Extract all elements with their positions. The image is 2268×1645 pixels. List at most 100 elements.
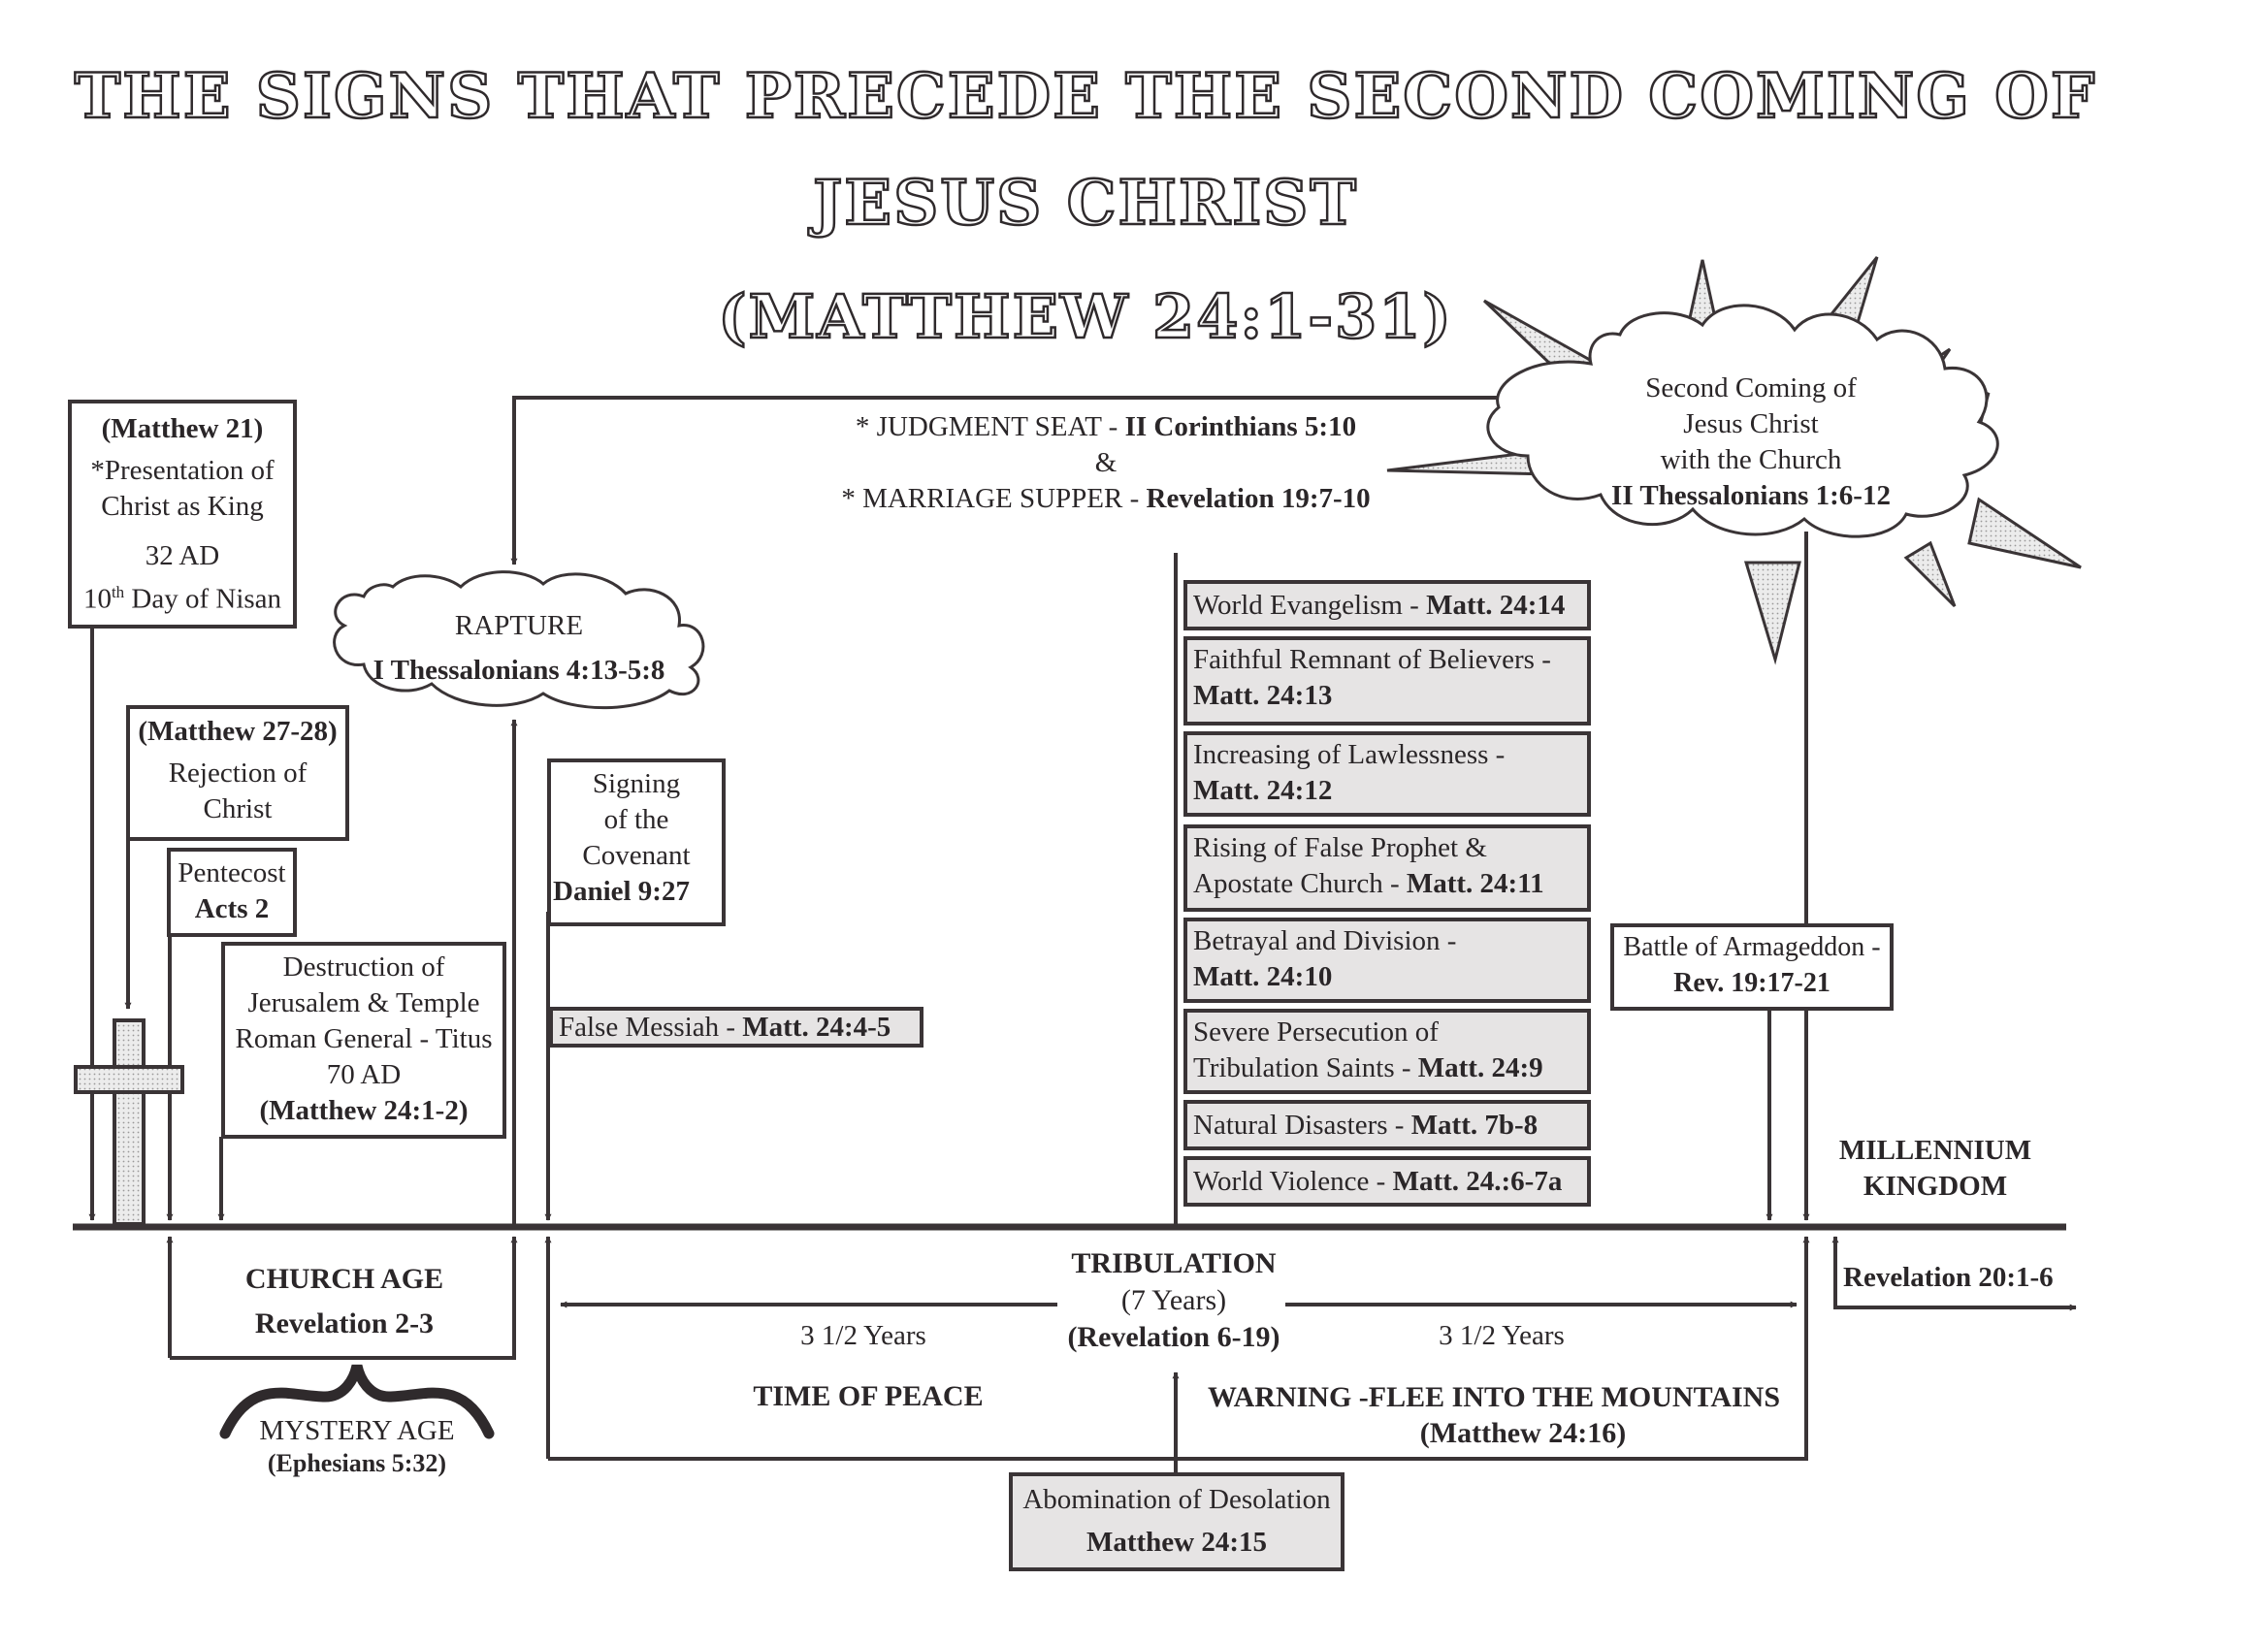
matthew-21-year: 32 AD — [145, 540, 220, 571]
sign-world-evangelism: World Evangelism - Matt. 24:14 — [1183, 580, 1591, 630]
sign-label: Betrayal and Division - — [1193, 925, 1457, 956]
second-coming-cloud — [1486, 304, 1999, 538]
destruction-box — [221, 942, 506, 1139]
day-rest: Day of Nisan — [124, 583, 282, 615]
rapture-label: RAPTURE — [454, 610, 584, 641]
mystery-age-label: MYSTERY AGE — [259, 1415, 455, 1446]
sign-false-prophet: Rising of False Prophet & Apostate Churc… — [1183, 824, 1591, 912]
sign-ref: Matt. 24:11 — [1406, 868, 1544, 900]
covenant-line2: of the — [603, 804, 669, 835]
judgment-amp: & — [1094, 447, 1118, 478]
sign-ref: Matt. 24:12 — [1193, 775, 1333, 807]
church-age-label: CHURCH AGE — [244, 1263, 444, 1295]
covenant-ref: Daniel 9:27 — [553, 876, 690, 907]
destruction-ref: (Matthew 24:1-2) — [259, 1095, 469, 1126]
armageddon-ref: Rev. 19:17-21 — [1673, 968, 1831, 998]
covenant-line1: Signing — [592, 768, 681, 799]
sign-ref: Matt. 24:9 — [1417, 1052, 1543, 1084]
abomination-ref: Matthew 24:15 — [1085, 1527, 1268, 1558]
church-age-text: CHURCH AGE Revelation 2-3 — [194, 1257, 495, 1346]
matthew-21-box — [68, 400, 297, 629]
millennium-label: MILLENNIUM KINGDOM — [1814, 1133, 2057, 1205]
rapture-cloud — [333, 570, 705, 710]
warning-ref: (Matthew 24:16) — [1419, 1417, 1627, 1449]
mystery-age-ref: (Ephesians 5:32) — [267, 1449, 447, 1477]
sign-ref: Matt. 24:14 — [1426, 590, 1566, 621]
matthew-21-line1: *Presentation of — [90, 455, 275, 486]
matthew-27-ref: (Matthew 27-28) — [138, 716, 338, 747]
marriage-label: * MARRIAGE SUPPER - — [841, 483, 1140, 514]
sign-label: World Violence - — [1193, 1166, 1386, 1197]
destruction-year: 70 AD — [326, 1059, 402, 1090]
rapture-text: RAPTURE I Thessalonians 4:13-5:8 — [354, 603, 684, 693]
sign-ref: Matt. 7b-8 — [1410, 1110, 1539, 1141]
day-suffix: th — [111, 583, 125, 601]
pentecost-text: Pentecost Acts 2 — [169, 855, 295, 927]
sign-label: Rising of False Prophet & — [1193, 832, 1487, 863]
judgment-label: * JUDGMENT SEAT - — [855, 411, 1118, 442]
matthew-21-ref: (Matthew 21) — [101, 413, 264, 444]
sign-lawlessness: Increasing of Lawlessness - Matt. 24:12 — [1183, 731, 1591, 817]
matthew-27-line2: Christ — [203, 793, 273, 824]
sign-ref: Matt. 24:13 — [1193, 680, 1333, 712]
half-right: 3 1/2 Years — [1439, 1320, 1565, 1351]
warning-label: WARNING -FLEE INTO THE MOUNTAINS — [1207, 1381, 1781, 1413]
title-line-3: (MATTHEW 24:1-31) — [717, 280, 1453, 354]
matthew-27-line1: Rejection of — [168, 758, 308, 789]
judgment-connector — [510, 396, 1499, 565]
sign-faithful-remnant: Faithful Remnant of Believers - Matt. 24… — [1183, 636, 1591, 726]
judgment-ref: II Corinthians 5:10 — [1124, 411, 1357, 442]
title-line-2: JESUS CHRIST — [812, 166, 1358, 242]
pentecost-box — [167, 848, 297, 937]
covenant-line3: Covenant — [582, 840, 691, 871]
pentecost-label: Pentecost — [178, 857, 286, 888]
tribulation-years: (7 Years) — [1120, 1284, 1227, 1316]
millennium-ref: Revelation 20:1-6 — [1843, 1262, 2054, 1293]
sign-label: Severe Persecution of — [1193, 1016, 1439, 1048]
marriage-ref: Revelation 19:7-10 — [1146, 483, 1371, 514]
day-number: 10 — [82, 583, 112, 615]
matthew-27-box — [126, 705, 349, 841]
destruction-line3: Roman General - Titus — [235, 1023, 493, 1054]
armageddon-box — [1610, 923, 1894, 1011]
abomination-label: Abomination of Desolation — [1022, 1484, 1331, 1515]
millennium-line1: MILLENNIUM — [1838, 1135, 2032, 1166]
rapture-ref: I Thessalonians 4:13-5:8 — [373, 655, 665, 686]
tribulation-ref: (Revelation 6-19) — [1067, 1321, 1280, 1353]
false-messiah-ref: Matt. 24:4-5 — [742, 1012, 891, 1043]
covenant-box — [547, 758, 726, 926]
pentecost-ref: Acts 2 — [194, 893, 270, 924]
tribulation-text: TRIBULATION (7 Years) (Revelation 6-19) — [1028, 1245, 1319, 1356]
cross-icon — [74, 1018, 184, 1226]
mystery-age-text: MYSTERY AGE (Ephesians 5:32) — [211, 1414, 502, 1480]
sign-label: Faithful Remnant of Believers - — [1193, 644, 1551, 675]
matthew-27-text: (Matthew 27-28) Rejection of Christ — [128, 714, 347, 827]
sign-label-2: Tribulation Saints - — [1193, 1052, 1411, 1084]
time-of-peace: TIME OF PEACE — [753, 1380, 984, 1412]
mystery-age-brace — [219, 1364, 495, 1439]
false-messiah-label: False Messiah - — [559, 1012, 736, 1043]
matthew-21-text: (Matthew 21) *Presentation of Christ as … — [72, 411, 293, 618]
matthew-21-day: 10th Day of Nisan — [72, 574, 293, 618]
second-coming-text: Second Coming of Jesus Christ with the C… — [1591, 371, 1911, 514]
sign-natural-disasters: Natural Disasters - Matt. 7b-8 — [1183, 1100, 1591, 1150]
judgment-text: * JUDGMENT SEAT - II Corinthians 5:10 & … — [805, 409, 1407, 517]
sign-persecution: Severe Persecution of Tribulation Saints… — [1183, 1009, 1591, 1094]
tribulation-label: TRIBULATION — [1071, 1247, 1277, 1279]
title-line-1: THE SIGNS THAT PRECEDE THE SECOND COMING… — [73, 59, 2097, 135]
armageddon-label: Battle of Armageddon - — [1623, 932, 1881, 962]
millennium-line2: KINGDOM — [1863, 1171, 2008, 1202]
sign-betrayal: Betrayal and Division - Matt. 24:10 — [1183, 918, 1591, 1003]
sign-label-2: Apostate Church - — [1193, 868, 1400, 900]
half-left: 3 1/2 Years — [800, 1320, 926, 1351]
sign-ref: Matt. 24.:6-7a — [1392, 1166, 1563, 1197]
armageddon-text: Battle of Armageddon - Rev. 19:17-21 — [1612, 929, 1892, 1001]
false-messiah-box: False Messiah - Matt. 24:4-5 — [549, 1007, 923, 1048]
destruction-text: Destruction of Jerusalem & Temple Roman … — [219, 950, 508, 1129]
sign-label: Increasing of Lawlessness - — [1193, 739, 1506, 770]
destruction-line2: Jerusalem & Temple — [247, 987, 480, 1018]
warning-flee: WARNING -FLEE INTO THE MOUNTAINS (Matthe… — [1188, 1379, 1799, 1451]
destruction-line1: Destruction of — [282, 952, 445, 983]
second-coming-line2: Jesus Christ — [1683, 408, 1819, 439]
